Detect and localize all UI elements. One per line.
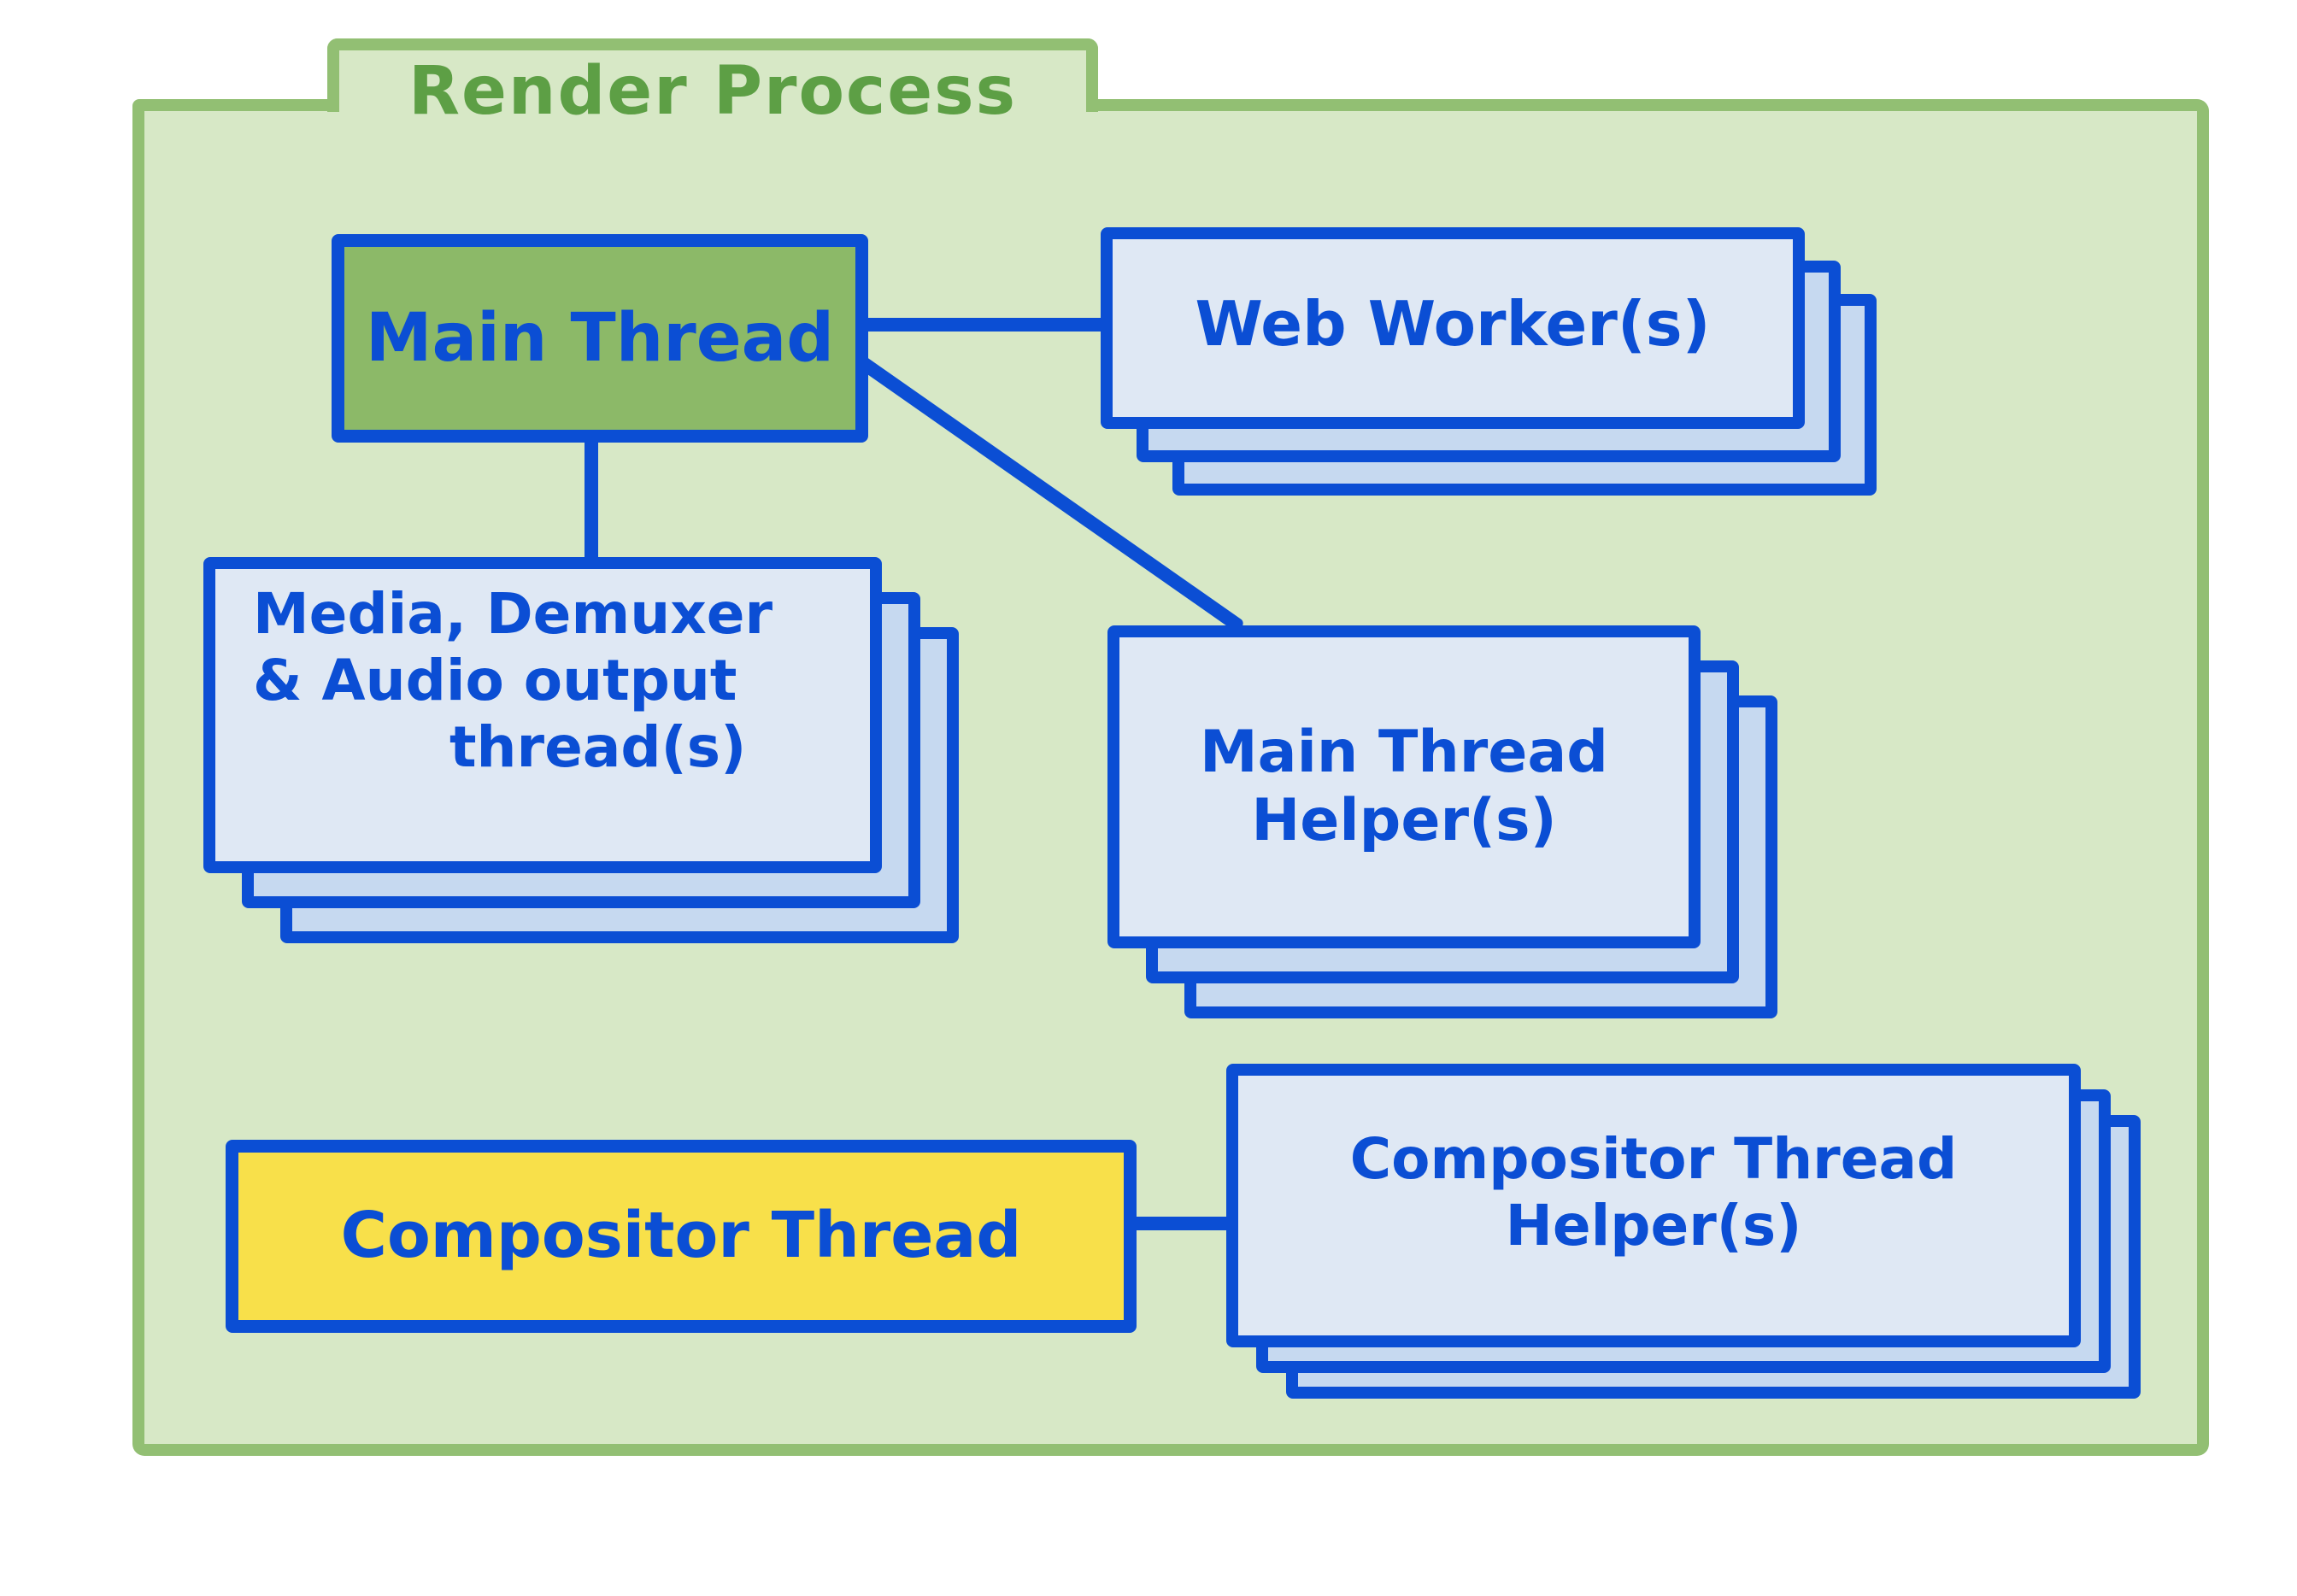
- stack-card-front: Main Thread Helper(s): [1107, 625, 1701, 948]
- main-thread-helpers-label: Main Thread Helper(s): [1200, 719, 1608, 855]
- node-main-thread-helpers: Main Thread Helper(s): [1107, 625, 1783, 1022]
- main-thread-label: Main Thread: [365, 299, 835, 377]
- stack-card-front: Media, Demuxer & Audio output thread(s): [203, 557, 882, 873]
- node-web-workers: Web Worker(s): [1101, 227, 1880, 501]
- stack-card-front: Web Worker(s): [1101, 227, 1805, 429]
- edge-compositor-thread-to-helpers: [1128, 1217, 1235, 1230]
- node-media-threads: Media, Demuxer & Audio output thread(s): [203, 557, 964, 947]
- stack-card-front: Compositor Thread Helper(s): [1226, 1064, 2081, 1347]
- edge-main-thread-to-media-threads: [585, 434, 598, 564]
- media-threads-label-line1: Media, Demuxer: [253, 581, 773, 647]
- media-threads-label-line2: & Audio output: [253, 647, 737, 713]
- compositor-thread-helpers-label: Compositor Thread Helper(s): [1350, 1126, 1958, 1259]
- node-compositor-thread: Compositor Thread: [226, 1140, 1137, 1333]
- compositor-thread-helpers-label-line2: Helper(s): [1505, 1193, 1802, 1259]
- edge-main-thread-to-web-workers: [861, 318, 1111, 332]
- compositor-thread-label: Compositor Thread: [340, 1199, 1022, 1273]
- main-thread-helpers-label-line2: Helper(s): [1251, 787, 1557, 854]
- node-main-thread: Main Thread: [332, 234, 868, 443]
- diagram-title: Render Process: [408, 53, 1018, 130]
- node-compositor-thread-helpers: Compositor Thread Helper(s): [1226, 1064, 2145, 1401]
- main-thread-helpers-label-line1: Main Thread: [1200, 718, 1608, 786]
- render-process-folder-tab: [327, 38, 1098, 112]
- media-threads-label: Media, Demuxer & Audio output thread(s): [215, 581, 870, 781]
- compositor-thread-helpers-label-line1: Compositor Thread: [1349, 1126, 1958, 1193]
- web-workers-label: Web Worker(s): [1195, 287, 1711, 360]
- media-threads-label-line3: thread(s): [449, 713, 747, 780]
